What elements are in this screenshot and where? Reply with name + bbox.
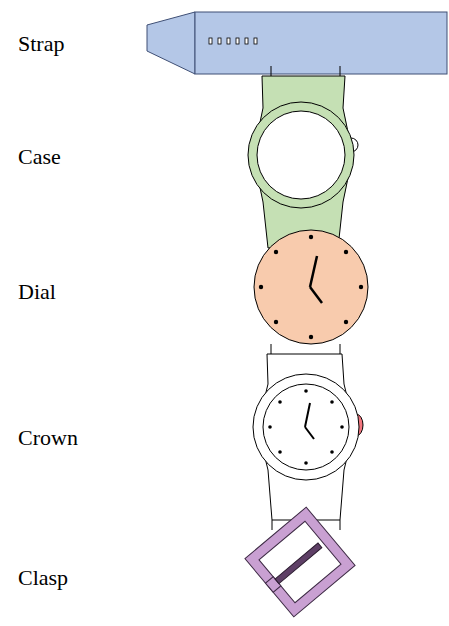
part-label: Clasp bbox=[18, 567, 68, 589]
clasp-drawing bbox=[245, 507, 355, 617]
crown-drawing bbox=[253, 354, 363, 530]
part-label: Case bbox=[18, 146, 61, 168]
dial-drawing bbox=[254, 230, 368, 354]
strap-drawing bbox=[147, 12, 447, 74]
part-label: Strap bbox=[18, 33, 64, 55]
part-label: Dial bbox=[18, 281, 56, 303]
part-label: Crown bbox=[18, 427, 78, 449]
